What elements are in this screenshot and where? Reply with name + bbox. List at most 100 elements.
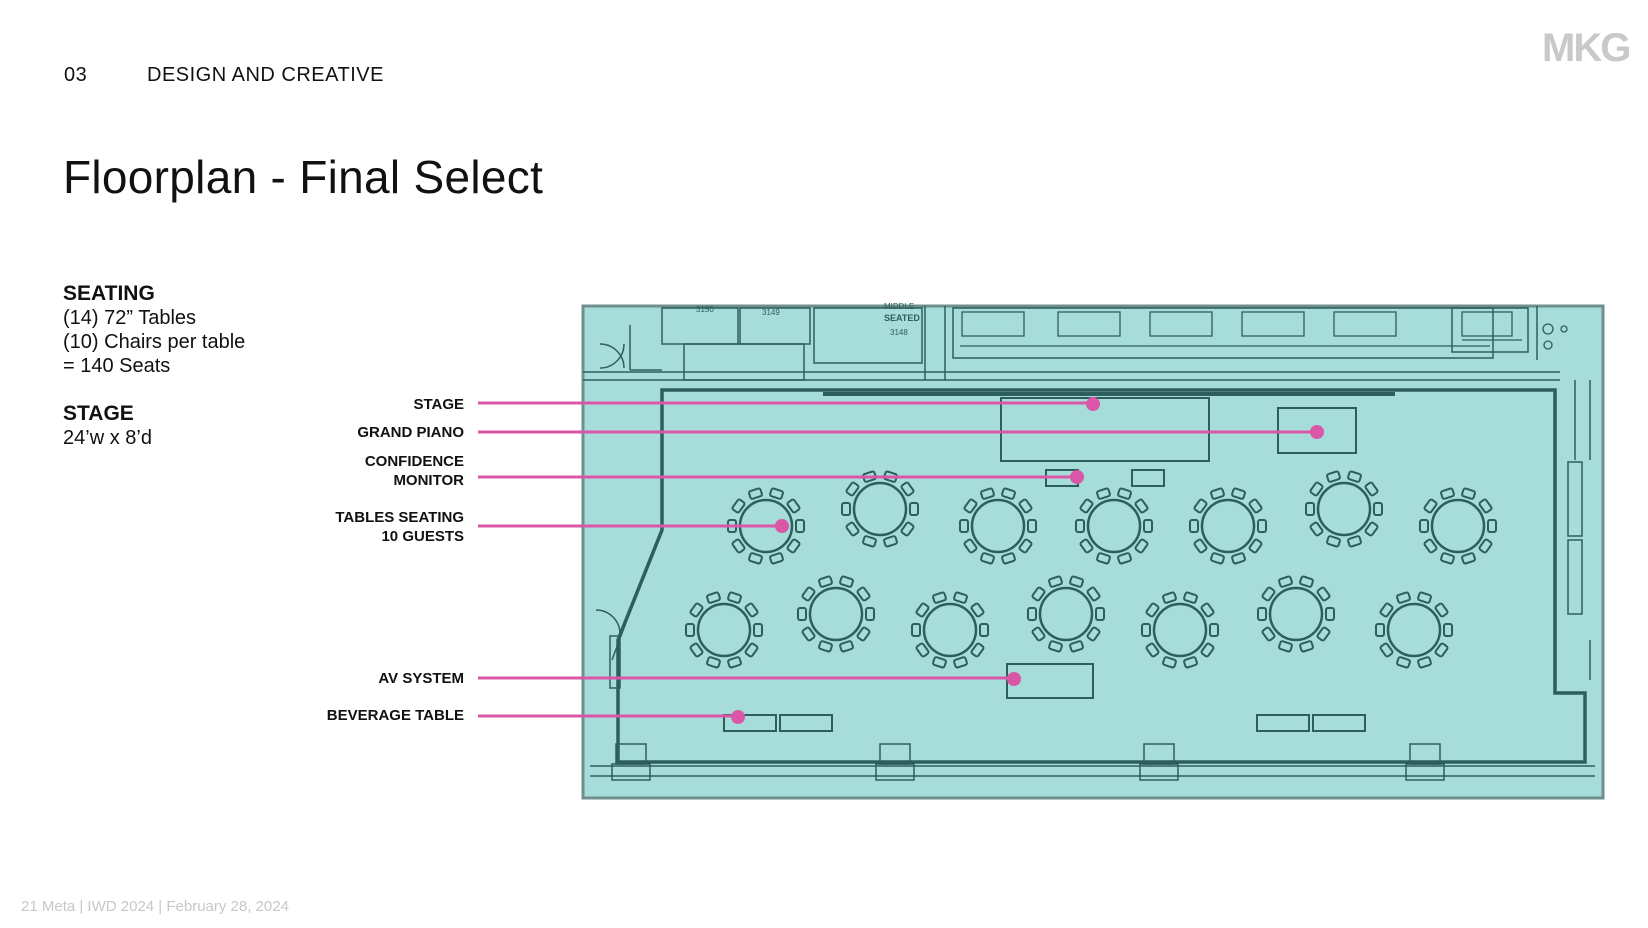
chair	[744, 642, 759, 658]
chair	[753, 623, 763, 637]
chair	[1031, 626, 1046, 642]
chair	[1075, 519, 1085, 533]
seating-line: (10) Chairs per table	[63, 331, 246, 353]
chair	[1299, 575, 1314, 588]
chair	[818, 575, 833, 588]
stage	[1000, 397, 1210, 462]
callout-label: STAGE	[413, 396, 464, 413]
right-wall-details	[1567, 380, 1591, 680]
chair	[953, 656, 968, 669]
beverage-table	[1312, 714, 1366, 732]
chair	[748, 552, 763, 565]
seating-line: = 140 Seats	[63, 355, 171, 377]
chair	[1396, 591, 1411, 604]
chair	[1440, 487, 1455, 500]
chair	[1162, 656, 1177, 669]
chair	[1141, 623, 1151, 637]
chair	[909, 502, 919, 516]
chair	[1134, 498, 1149, 514]
chair	[1478, 538, 1493, 554]
chair	[1440, 552, 1455, 565]
seating-line: (14) 72” Tables	[63, 307, 197, 329]
callout-confidence-monitor: CONFIDENCE MONITOR	[365, 452, 464, 490]
chair	[1210, 552, 1225, 565]
chair	[1417, 591, 1432, 604]
chair	[1079, 538, 1094, 554]
leader-dot-tables	[775, 519, 789, 533]
chair	[1018, 538, 1033, 554]
room-label: 3148	[890, 328, 908, 337]
chair	[1143, 519, 1153, 533]
chair	[911, 623, 921, 637]
callout-label: TABLES SEATING	[335, 509, 464, 526]
chair	[689, 642, 704, 658]
chair	[1145, 602, 1160, 618]
round-table	[911, 591, 989, 669]
chair	[1031, 586, 1046, 602]
chair	[932, 591, 947, 604]
chair	[689, 602, 704, 618]
chair	[1461, 552, 1476, 565]
chair	[856, 626, 871, 642]
chair	[1189, 519, 1199, 533]
chair	[1419, 519, 1429, 533]
callout-label: AV SYSTEM	[378, 670, 464, 687]
chair	[1248, 538, 1263, 554]
callout-grand-piano: GRAND PIANO	[357, 423, 464, 442]
fixture-icon	[1542, 323, 1554, 335]
chair	[845, 481, 860, 497]
chair	[1305, 502, 1315, 516]
footer: 21 Meta | IWD 2024 | February 28, 2024	[21, 898, 289, 915]
chair	[1231, 552, 1246, 565]
callout-tables-seating: TABLES SEATING 10 GUESTS	[335, 508, 464, 546]
round-table	[1027, 575, 1105, 653]
round-table	[1419, 487, 1497, 565]
leader-dot-av	[1007, 672, 1021, 686]
round-table	[959, 487, 1037, 565]
chair	[970, 642, 985, 658]
round-table	[841, 470, 919, 548]
round-table	[1141, 591, 1219, 669]
leader-dot-beverage	[731, 710, 745, 724]
chair	[786, 538, 801, 554]
chair	[818, 640, 833, 653]
chair	[979, 623, 989, 637]
chair	[1257, 607, 1267, 621]
callout-label: GRAND PIANO	[357, 424, 464, 441]
chair	[1200, 642, 1215, 658]
stage-line: 24’w x 8’d	[63, 427, 152, 449]
chair	[865, 607, 875, 621]
chair	[1364, 481, 1379, 497]
beverage-table	[779, 714, 833, 732]
chair	[856, 586, 871, 602]
seating-heading: SEATING	[63, 282, 155, 305]
top-rooms-strip	[583, 306, 1560, 381]
chair	[1316, 586, 1331, 602]
round-table	[1375, 591, 1453, 669]
callout-stage: STAGE	[413, 395, 464, 414]
chair	[1096, 487, 1111, 500]
page-title: Floorplan - Final Select	[63, 151, 544, 203]
chair	[1423, 498, 1438, 514]
chair	[1193, 498, 1208, 514]
room-label: 3150	[696, 305, 714, 314]
round-table	[1189, 487, 1267, 565]
chair	[1326, 470, 1341, 483]
callout-av-system: AV SYSTEM	[378, 669, 464, 688]
chair	[1375, 623, 1385, 637]
round-table	[1305, 470, 1383, 548]
chair	[1417, 656, 1432, 669]
confidence-monitor	[1131, 469, 1165, 487]
chair	[1200, 602, 1215, 618]
chair	[1278, 575, 1293, 588]
chair	[1193, 538, 1208, 554]
chair	[1048, 575, 1063, 588]
chair	[900, 521, 915, 537]
chair	[1309, 481, 1324, 497]
chair	[1001, 487, 1016, 500]
chair	[1069, 640, 1084, 653]
chair	[839, 640, 854, 653]
chair	[1261, 626, 1276, 642]
av-system	[1006, 663, 1094, 699]
